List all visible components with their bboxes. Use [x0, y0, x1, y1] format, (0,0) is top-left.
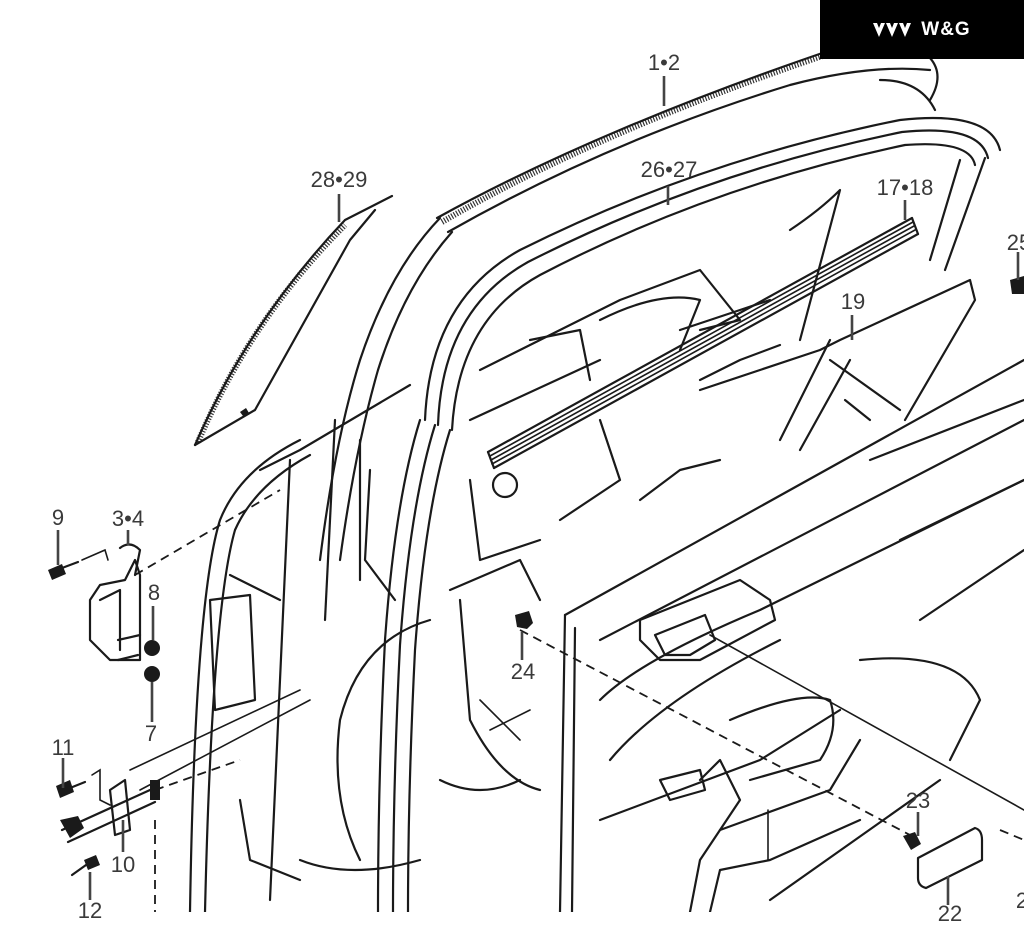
door-hinge: [88, 543, 142, 662]
waterproof-film: [698, 278, 977, 452]
callout-23: 23: [905, 788, 931, 813]
belt-moulding: [486, 216, 920, 499]
callout-19: 19: [840, 289, 866, 314]
callout-partial-edge: 2: [1015, 888, 1024, 913]
callout-9: 9: [51, 505, 65, 530]
callout-17-18: 17•18: [876, 175, 934, 200]
assembly-lines: [129, 489, 1024, 912]
triple-chevron-logo-icon: [873, 22, 912, 37]
door-check: [56, 768, 160, 877]
callout-10: 10: [110, 852, 136, 877]
leader-lines: [56, 76, 1020, 905]
callout-25: 25: [1006, 230, 1024, 255]
callout-3-4: 3•4: [111, 506, 145, 531]
door-weatherstrip: [318, 45, 939, 562]
corner-glass-trim: [193, 194, 394, 447]
callout-11: 11: [51, 735, 75, 760]
clip-25: [1010, 276, 1024, 294]
callout-22: 22: [937, 901, 963, 926]
hinge-bolt-9: [48, 548, 109, 580]
callout-7: 7: [144, 721, 158, 746]
callout-8: 8: [147, 580, 161, 605]
brand-badge: W&G: [820, 0, 1024, 59]
callout-26-27: 26•27: [640, 157, 698, 182]
glass-run-channel: [376, 116, 1002, 912]
handle-cover-22: [916, 826, 984, 890]
callout-12: 12: [77, 898, 103, 923]
callout-28-29: 28•29: [310, 167, 368, 192]
callout-1-2: 1•2: [647, 50, 681, 75]
screw-23: [903, 832, 921, 850]
clip-24: [515, 611, 533, 629]
callout-24: 24: [510, 659, 536, 684]
brand-name: W&G: [921, 18, 971, 40]
nuts-7-8: [144, 640, 160, 682]
door-trim-panel: [558, 358, 1024, 912]
door-inner-panel: [188, 188, 842, 912]
